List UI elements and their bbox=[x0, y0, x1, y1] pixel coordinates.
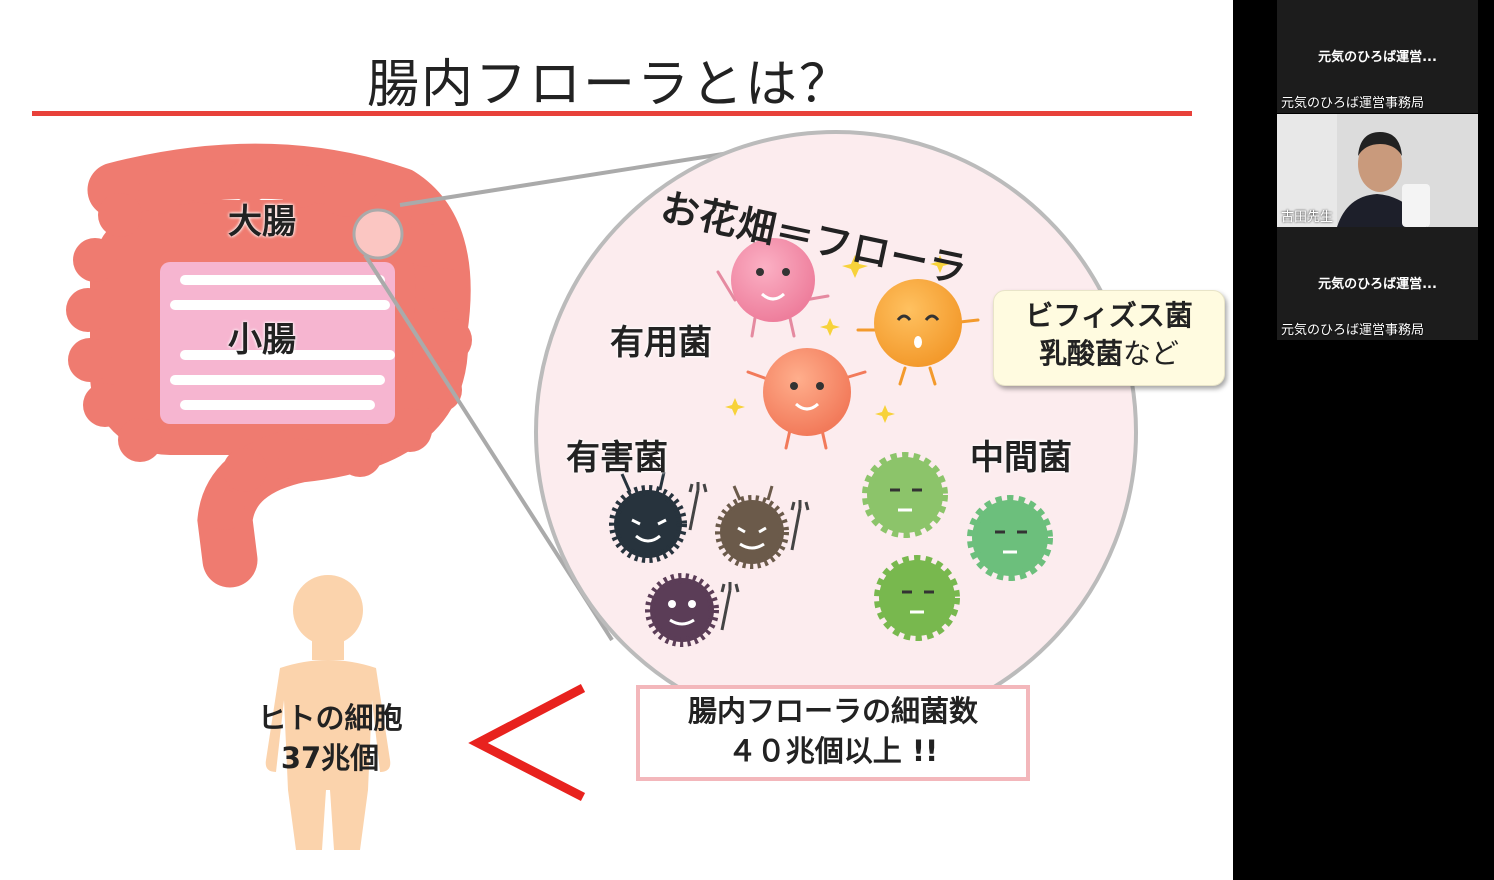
bacteria-examples-callout: ビフィズス菌 乳酸菌など bbox=[993, 290, 1225, 386]
participant-caption: 元気のひろば運営... bbox=[1277, 46, 1478, 65]
callout-line-2: 乳酸菌など bbox=[994, 335, 1224, 373]
label-good-bacteria: 有用菌 bbox=[610, 315, 712, 364]
bacteria-count-box: 腸内フローラの細菌数 ４０兆個以上 !! bbox=[636, 685, 1030, 781]
label-neutral-bacteria: 中間菌 bbox=[970, 430, 1072, 479]
callout-etc: など bbox=[1123, 337, 1179, 370]
label-harmful-bacteria: 有害菌 bbox=[566, 430, 668, 479]
human-cells-label: ヒトの細胞 37兆個 bbox=[250, 698, 410, 778]
participant-panel: 元気のひろば運営... 元気のひろば運営事務局 古田先生 元気のひろば運営...… bbox=[1233, 0, 1494, 880]
human-cells-line-1: ヒトの細胞 bbox=[250, 698, 410, 738]
participant-name: 元気のひろば運営事務局 bbox=[1281, 319, 1424, 338]
callout-line-1: ビフィズス菌 bbox=[994, 297, 1224, 335]
bacteria-count-line-2: ４０兆個以上 !! bbox=[640, 731, 1026, 771]
neutral-bacterium bbox=[879, 560, 955, 636]
good-bacterium bbox=[874, 279, 962, 367]
bacteria-count-line-1: 腸内フローラの細菌数 bbox=[640, 691, 1026, 731]
participant-name: 古田先生 bbox=[1281, 206, 1333, 225]
participant-name: 元気のひろば運営事務局 bbox=[1281, 92, 1424, 111]
greater-than-arrow bbox=[478, 688, 583, 797]
label-small-intestine: 小腸 bbox=[228, 312, 296, 361]
neutral-bacterium bbox=[972, 500, 1048, 576]
human-cells-line-2: 37兆個 bbox=[250, 738, 410, 778]
participant-tile[interactable]: 元気のひろば運営... 元気のひろば運営事務局 bbox=[1277, 227, 1478, 340]
participant-tile[interactable]: 元気のひろば運営... 元気のひろば運営事務局 bbox=[1277, 0, 1478, 113]
label-large-intestine: 大腸 bbox=[228, 194, 296, 243]
presentation-slide: 腸内フローラとは？ bbox=[0, 0, 1233, 880]
participant-video-tile[interactable]: 古田先生 bbox=[1277, 114, 1478, 227]
participant-caption: 元気のひろば運営... bbox=[1277, 273, 1478, 292]
callout-lactic: 乳酸菌 bbox=[1039, 337, 1123, 370]
good-bacterium bbox=[763, 348, 851, 436]
neutral-bacterium bbox=[867, 457, 943, 533]
